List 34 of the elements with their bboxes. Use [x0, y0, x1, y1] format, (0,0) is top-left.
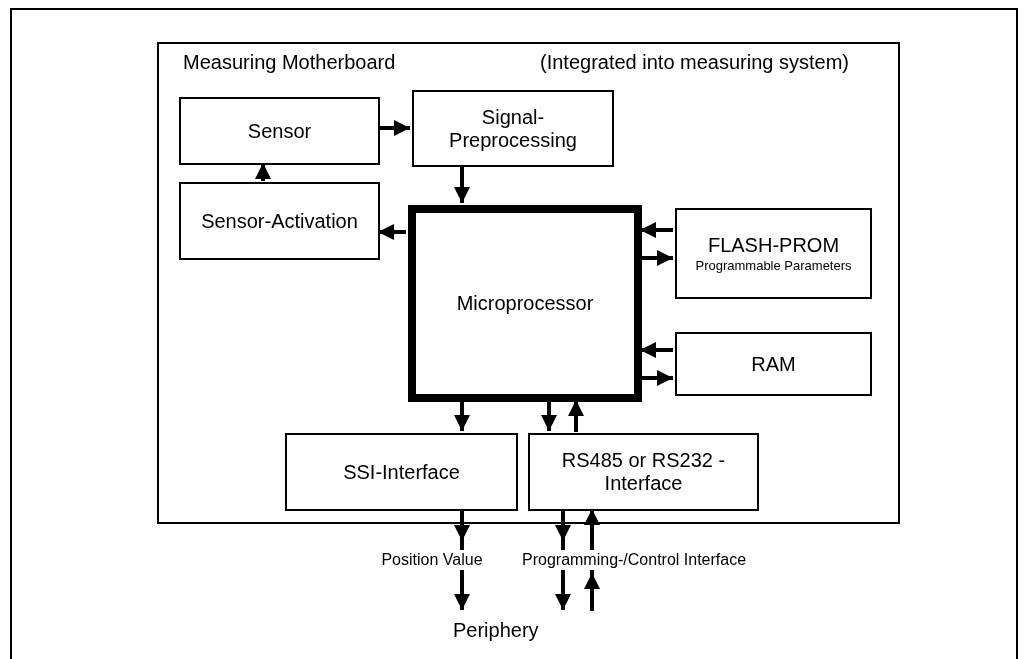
component-box	[675, 208, 872, 299]
arrow	[378, 120, 410, 136]
arrow	[568, 400, 584, 432]
frame-title: Measuring Motherboard	[183, 50, 396, 75]
arrow	[640, 370, 673, 386]
block-label: FLASH-PROM	[706, 233, 841, 257]
edge-label: Programming-/Control Interface	[520, 550, 749, 570]
processor-block	[408, 205, 642, 402]
block-sublabel: Programmable Parameters	[694, 258, 853, 274]
component-box	[528, 433, 759, 511]
block-label: Microprocessor	[455, 292, 595, 315]
arrow	[541, 400, 557, 431]
component-box	[179, 97, 380, 165]
frame-subtitle: (Integrated into measuring system)	[540, 50, 850, 75]
arrow	[640, 342, 673, 358]
block-label: RS485 or RS232 - Interface	[560, 449, 727, 495]
block-label: Signal-Preprocessing	[448, 105, 578, 152]
block-label: Sensor	[246, 119, 313, 143]
component-box	[179, 182, 380, 260]
arrow	[454, 400, 470, 431]
motherboard-frame	[157, 42, 900, 524]
block-label: SSI-Interface	[342, 460, 461, 484]
component-box	[675, 332, 872, 396]
edge-label: Position Value	[379, 550, 485, 570]
arrow	[454, 165, 470, 203]
arrow	[378, 224, 406, 240]
block-label: RAM	[750, 352, 797, 376]
component-box	[412, 90, 614, 167]
periphery-label: Periphery	[415, 610, 600, 650]
block-label: Sensor-Activation	[200, 209, 359, 233]
arrow	[640, 250, 673, 266]
component-box	[285, 433, 518, 511]
arrow	[640, 222, 673, 238]
arrow	[255, 163, 271, 181]
